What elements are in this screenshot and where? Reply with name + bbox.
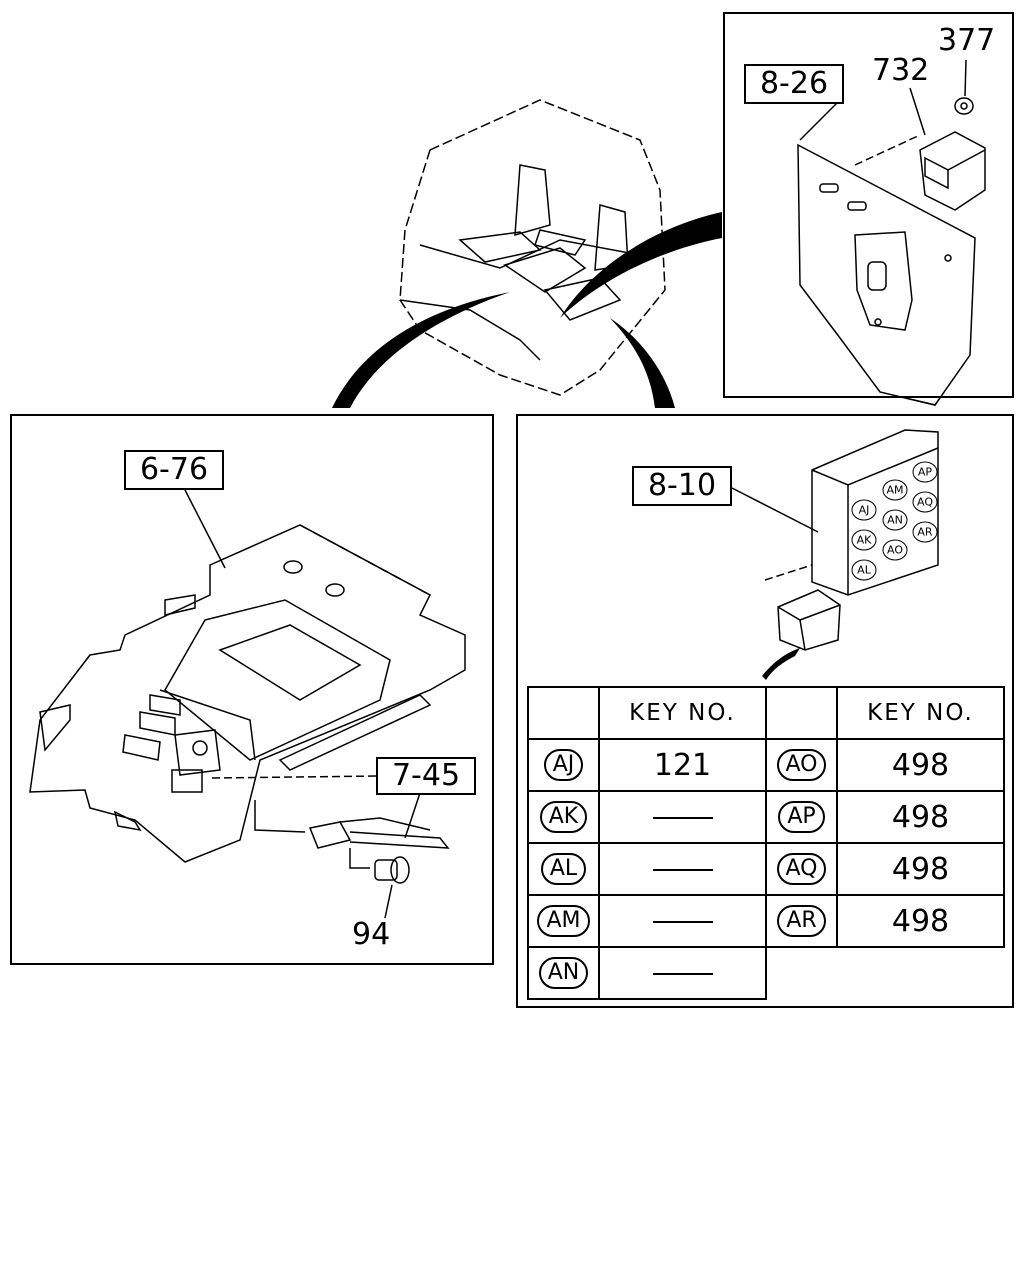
key-value-cell: 498: [836, 738, 1005, 792]
header-code-right: [765, 686, 838, 740]
code-pill: AP: [778, 800, 825, 834]
callout-377: 377: [938, 23, 996, 58]
callout-6-76: 6-76: [124, 450, 224, 490]
code-cell: AO: [765, 738, 838, 792]
detail-panel-console: [10, 414, 494, 965]
leader-to-top-right-panel: [560, 212, 722, 318]
header-key-no-left: KEY NO.: [598, 686, 767, 740]
code-cell: AM: [527, 894, 600, 948]
leader-to-left-panel: [332, 292, 510, 408]
code-pill: AL: [540, 852, 587, 886]
code-cell: AR: [765, 894, 838, 948]
code-pill: AJ: [543, 748, 584, 782]
key-value-cell-dash: [598, 842, 767, 896]
callout-8-10: 8-10: [632, 466, 732, 506]
key-value-cell-dash: [598, 790, 767, 844]
code-cell: AP: [765, 790, 838, 844]
code-pill: AK: [539, 800, 588, 834]
code-pill: AO: [776, 748, 827, 782]
key-value-cell: 121: [598, 738, 767, 792]
cab-overview-drawing: [399, 99, 666, 396]
dash-mark: [652, 817, 713, 819]
leader-to-right-panel: [610, 318, 675, 408]
code-cell: AN: [527, 946, 600, 1000]
key-number-table: KEY NO. KEY NO. AJ 121 AO 498 AK AP 498 …: [527, 686, 1005, 1000]
table-row: AL AQ 498: [527, 842, 1005, 896]
callout-7-45: 7-45: [376, 757, 476, 795]
table-row: AN: [527, 946, 1004, 1000]
dash-mark: [652, 921, 713, 923]
table-row: AK AP 498: [527, 790, 1005, 844]
code-pill: AM: [537, 904, 590, 938]
key-value-cell-dash: [598, 894, 767, 948]
code-pill: AN: [538, 956, 589, 990]
dash-mark: [652, 973, 713, 975]
header-key-no-right: KEY NO.: [836, 686, 1005, 740]
key-value-cell: 498: [836, 842, 1005, 896]
code-cell: AK: [527, 790, 600, 844]
dash-mark: [652, 869, 713, 871]
code-pill: AQ: [776, 852, 827, 886]
code-cell: AJ: [527, 738, 600, 792]
empty-cell: [837, 947, 1004, 999]
table-header-row: KEY NO. KEY NO.: [527, 686, 1005, 740]
key-value-cell-dash: [598, 946, 767, 1000]
header-code-left: [527, 686, 600, 740]
code-cell: AQ: [765, 842, 838, 896]
key-value-cell: 498: [836, 894, 1005, 948]
callout-94: 94: [352, 917, 391, 952]
callout-8-26: 8-26: [744, 64, 844, 104]
key-value-cell: 498: [836, 790, 1005, 844]
table-row: AM AR 498: [527, 894, 1005, 948]
table-row: AJ 121 AO 498: [527, 738, 1005, 792]
callout-732: 732: [872, 53, 930, 88]
code-cell: AL: [527, 842, 600, 896]
empty-cell: [766, 947, 837, 999]
code-pill: AR: [777, 904, 826, 938]
